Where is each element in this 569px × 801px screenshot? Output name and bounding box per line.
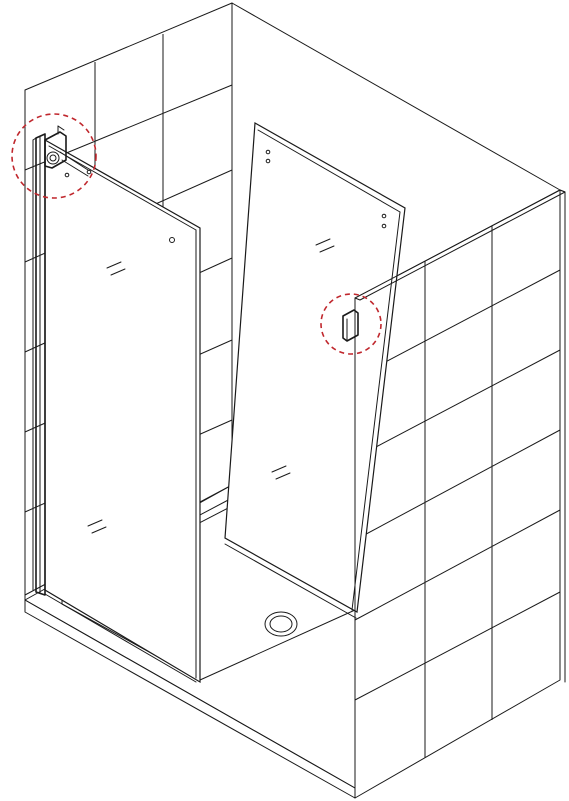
callout-hinge-detail xyxy=(11,113,97,199)
right-back-wall xyxy=(231,2,561,486)
wall-bracket xyxy=(342,309,359,342)
swing-glass-door xyxy=(224,122,406,619)
fixed-glass-panel xyxy=(44,138,201,684)
glass-reflection-icon xyxy=(271,238,335,480)
drain-icon xyxy=(264,611,298,637)
wall-profile xyxy=(32,133,46,596)
top-hinge-bracket xyxy=(44,125,92,178)
side-wall-edge xyxy=(354,189,566,799)
glass-reflection-icon xyxy=(87,261,126,534)
callout-bracket-detail xyxy=(320,293,382,355)
